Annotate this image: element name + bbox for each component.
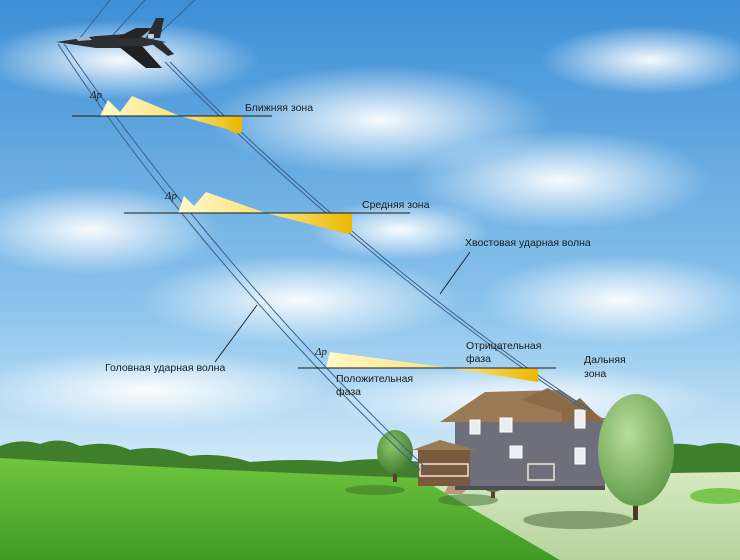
- label-far-zone-1: Дальняя: [584, 354, 626, 366]
- label-positive-phase-2: фаза: [336, 386, 361, 398]
- label-middle-zone: Средняя зона: [362, 199, 430, 211]
- label-tail-shock-wave: Хвостовая ударная волна: [465, 237, 591, 249]
- label-positive-phase-1: Положительная: [336, 373, 413, 385]
- delta-p-far: Δp: [314, 346, 327, 358]
- label-negative-phase-2: фаза: [466, 353, 491, 365]
- delta-p-near: Δp: [89, 89, 102, 101]
- label-negative-phase-1: Отрицательная: [466, 340, 541, 352]
- label-far-zone-2: зона: [584, 368, 606, 380]
- label-near-zone: Ближняя зона: [245, 102, 313, 114]
- delta-p-middle: Δp: [164, 190, 177, 202]
- label-head-shock-wave: Головная ударная волна: [105, 362, 225, 374]
- tree-shadow: [523, 511, 633, 529]
